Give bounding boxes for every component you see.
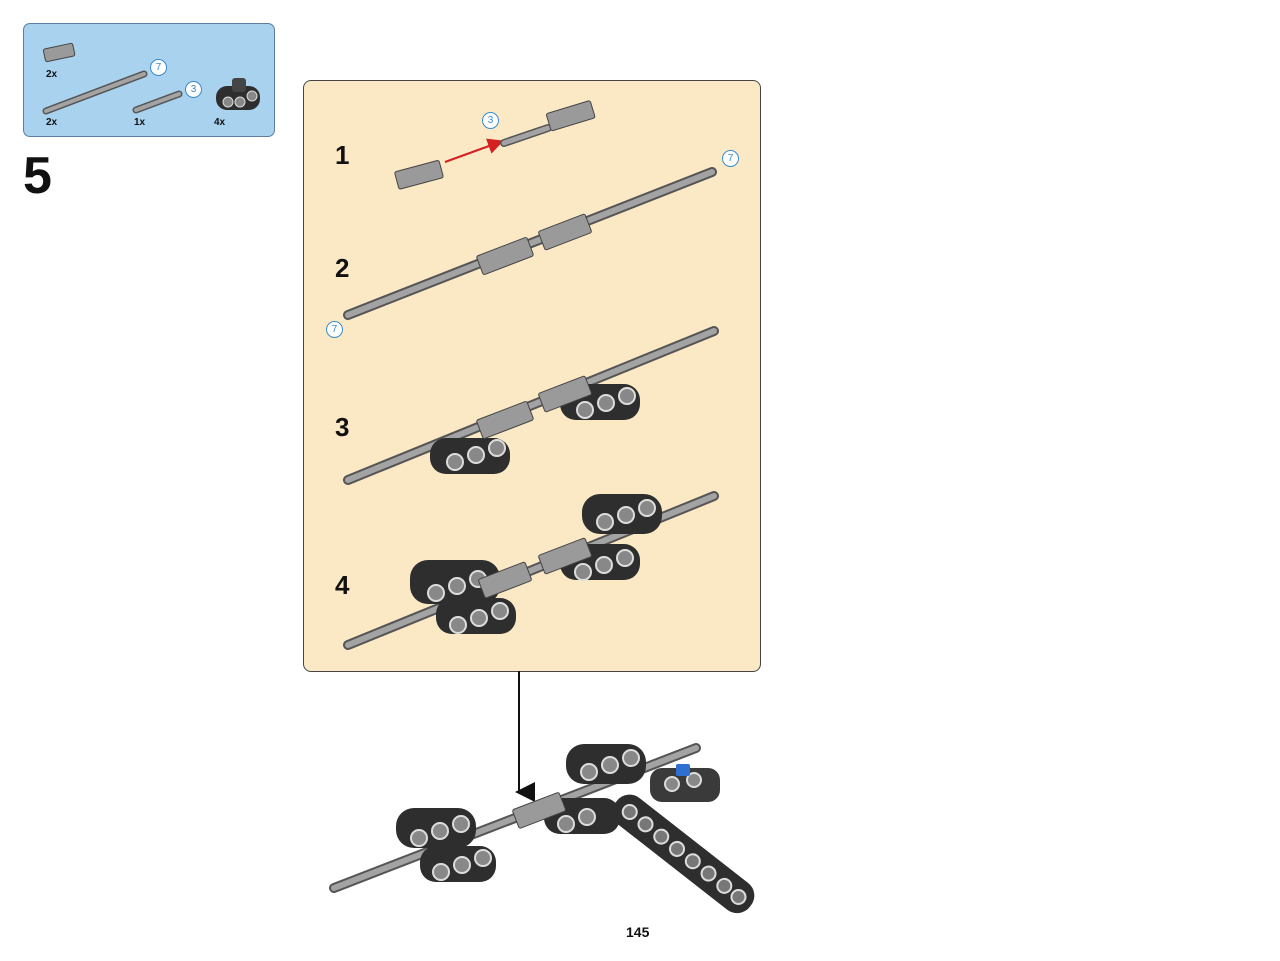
substep-2-number: 2: [335, 253, 350, 283]
substep-1-number: 1: [335, 140, 350, 170]
step-number: 5: [23, 147, 52, 205]
axle-connector-part-icon: [42, 42, 76, 63]
beam-connector-part-icon: [216, 78, 260, 110]
substep-3-number: 3: [335, 412, 350, 442]
parts-qty-short-axle: 1x: [134, 117, 146, 128]
parts-qty-beam-connector: 4x: [214, 117, 226, 128]
substep-4-illustration: [343, 491, 719, 650]
parts-qty-connector: 2x: [46, 69, 58, 80]
parts-list-illustrations: [42, 42, 260, 115]
long-axle-length-badge: 7: [150, 59, 167, 76]
long-axle-part-icon: [42, 70, 148, 115]
parts-qty-long-axle: 2x: [46, 117, 58, 128]
substep-4-number: 4: [335, 570, 350, 600]
substep-2-illustration: [343, 167, 717, 320]
substep-1-illustration: [394, 100, 596, 190]
substep-3-illustration: [343, 326, 719, 485]
final-assembly-illustration: [329, 743, 755, 914]
page-number: 145: [626, 924, 650, 940]
substep-2-left-axle-length-badge: 7: [326, 321, 343, 338]
short-axle-length-badge: 3: [185, 81, 202, 98]
substep-1-axle-length-badge: 3: [482, 112, 499, 129]
short-axle-part-icon: [132, 90, 183, 114]
substep-2-right-axle-length-badge: 7: [722, 150, 739, 167]
parts-list-box: 2x 2x 1x 4x 7 3: [23, 23, 275, 137]
